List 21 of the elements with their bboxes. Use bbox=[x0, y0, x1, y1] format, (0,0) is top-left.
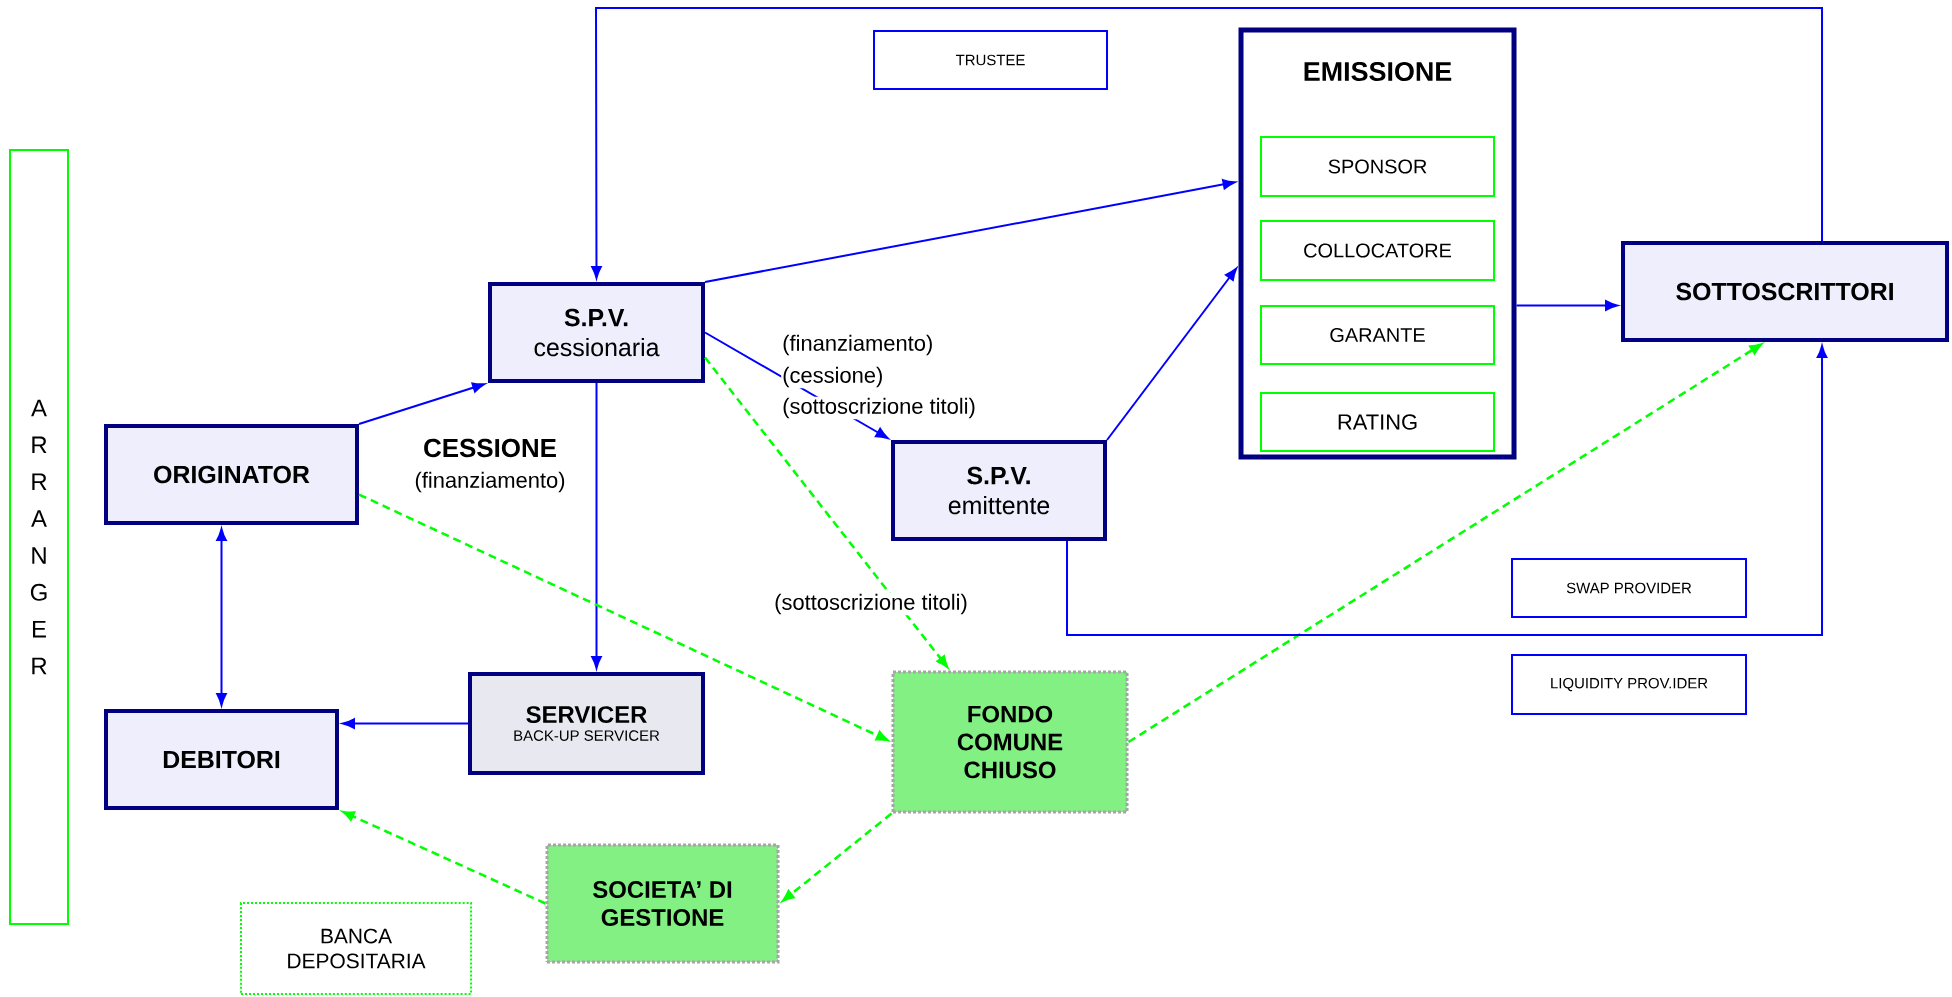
note-text: (sottoscrizione titoli) bbox=[773, 592, 969, 616]
arrow bbox=[342, 810, 547, 905]
fund-box: FONDO COMUNE CHIUSO bbox=[891, 670, 1129, 814]
note-text: (sottoscrizione titoli) bbox=[781, 396, 977, 420]
entity-box: DEBITORI bbox=[104, 709, 339, 810]
entity-box: SOTTOSCRITTORI bbox=[1621, 241, 1949, 342]
arrow bbox=[358, 382, 486, 425]
arrow bbox=[782, 812, 893, 902]
arranger-bar: A R R A N G E R bbox=[9, 149, 69, 925]
arrow bbox=[358, 493, 889, 742]
entity-box: SERVICER BACK-UP SERVICER bbox=[468, 672, 705, 775]
role-box: BANCA DEPOSITARIA bbox=[240, 902, 472, 995]
entity-box: S.P.V. cessionaria bbox=[488, 282, 705, 383]
note-text: (finanziamento) bbox=[781, 333, 935, 357]
note-text: (cessione) bbox=[781, 365, 885, 389]
note-text: (finanziamento) bbox=[413, 470, 567, 494]
entity-box: S.P.V. emittente bbox=[891, 440, 1107, 541]
fund-box: SOCIETA’ DI GESTIONE bbox=[545, 843, 780, 964]
arrow bbox=[704, 356, 949, 668]
note-text: CESSIONE bbox=[422, 437, 558, 459]
entity-box: ORIGINATOR bbox=[104, 424, 359, 525]
